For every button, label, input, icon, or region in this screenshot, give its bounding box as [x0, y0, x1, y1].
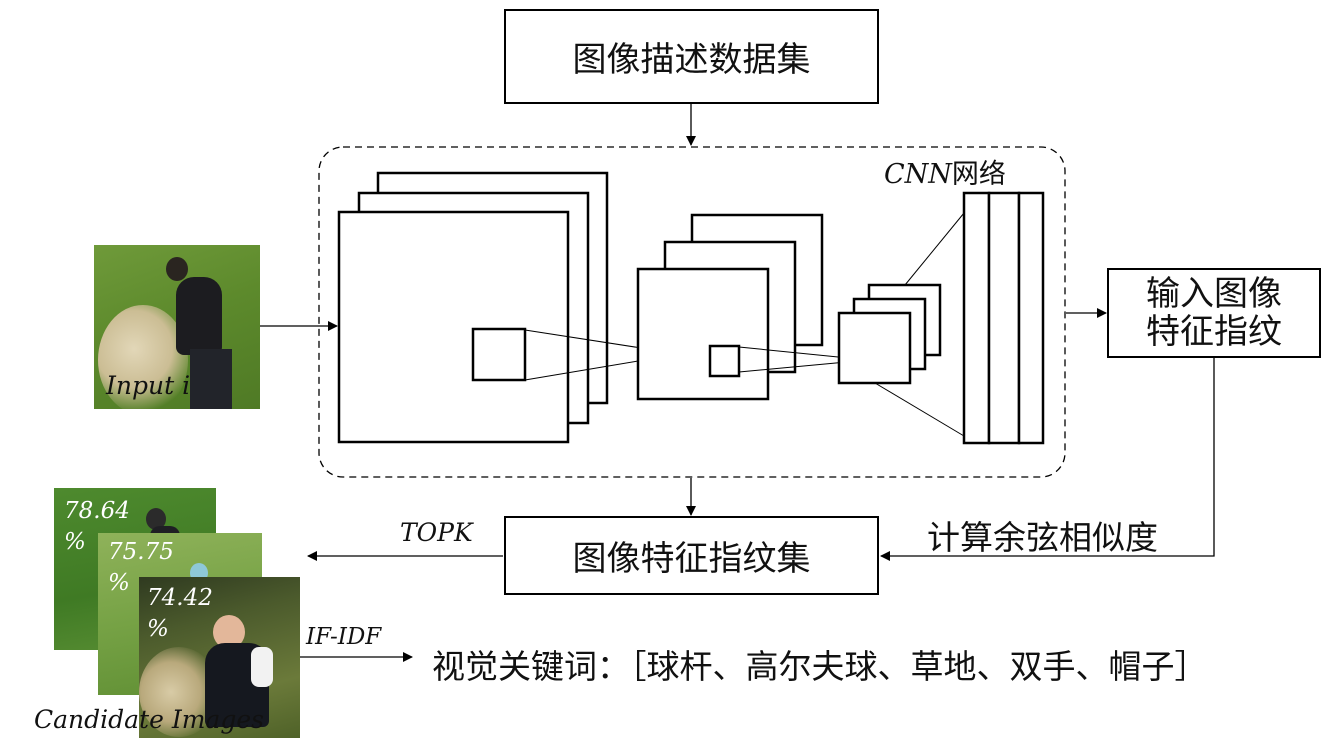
conv-layer-3-stack: [837, 283, 942, 385]
golfer-legs: [190, 349, 232, 409]
fc-connection-line: [874, 382, 965, 437]
conv-layer-1-stack: [337, 171, 609, 444]
fingerprint-line-1: 输入图像: [1146, 274, 1282, 314]
image-description-dataset-box: 图像描述数据集: [504, 9, 879, 104]
golfer-sleeve: [251, 647, 273, 687]
golfer-body: [176, 277, 222, 355]
candidate-image-3: 74.42 %: [139, 577, 300, 738]
fingerprint-line-2: 特征指纹: [1146, 312, 1282, 352]
candidate-images-label: Candidate Images: [34, 705, 264, 734]
receptive-field-1: [471, 327, 527, 382]
visual-keywords: 视觉关键词：［球杆、高尔夫球、草地、双手、帽子］: [432, 647, 1208, 686]
candidate-score-1-value: 78.64: [64, 498, 130, 524]
golfer-head: [166, 257, 188, 281]
image-feature-fingerprint-set-box: 图像特征指纹集: [504, 516, 879, 595]
candidate-score-1: 78.64 %: [64, 496, 130, 558]
fc-connection-line: [904, 212, 965, 286]
input-image-label: Input i: [106, 371, 191, 400]
input-image: Input i: [94, 245, 260, 409]
candidate-score-1-unit: %: [64, 529, 86, 555]
candidate-score-3: 74.42 %: [147, 583, 213, 645]
cnn-label-cn: 网络: [951, 159, 1006, 190]
topk-label: TOPK: [400, 518, 473, 547]
input-feature-fingerprint-box: 输入图像 特征指纹: [1107, 268, 1321, 358]
cnn-container: [318, 146, 1066, 478]
sand-splash: [98, 305, 188, 409]
golfer-figure: [146, 508, 166, 530]
cosine-similarity-label: 计算余弦相似度: [927, 518, 1158, 557]
ifidf-label: IF-IDF: [306, 624, 382, 650]
arrow-fingerprint-to-set: [880, 357, 1215, 561]
candidate-score-2-unit: %: [108, 570, 130, 596]
cnn-network-label: CNN网络: [884, 152, 1006, 191]
candidate-score-2-value: 75.75: [108, 539, 174, 565]
candidate-score-3-value: 74.42: [147, 585, 213, 611]
candidate-score-2: 75.75 %: [108, 537, 174, 599]
cnn-label-latin: CNN: [884, 159, 952, 190]
receptive-field-2: [708, 344, 741, 378]
candidate-score-3-unit: %: [147, 616, 169, 642]
fc-layers: [962, 191, 1045, 445]
